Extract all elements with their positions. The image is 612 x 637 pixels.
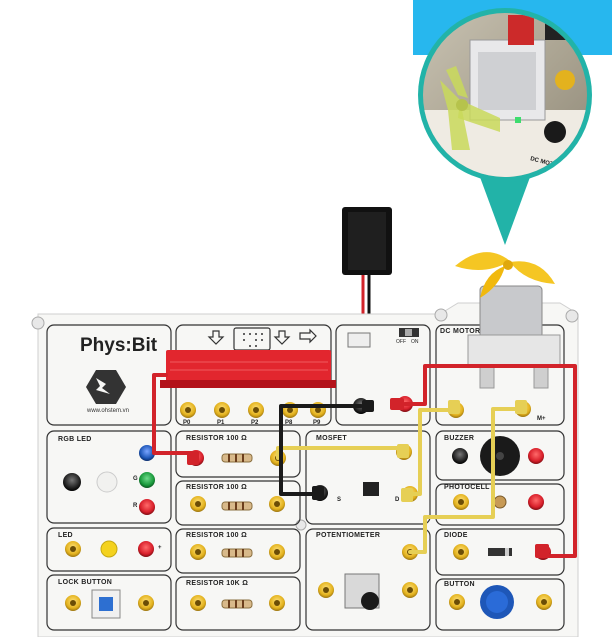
pin-label-p2: P2 [251,420,259,426]
label-mosfet: MOSFET [316,435,347,442]
mosfet-pin-d: D [395,497,400,503]
rgb-pin-g: G [133,476,138,482]
label-resistor-4: RESISTOR 10K Ω [186,580,249,587]
wires [152,364,577,558]
diode [488,548,512,556]
label-lock-button: LOCK BUTTON [58,579,113,586]
pin-label-p1: P1 [217,420,225,426]
brand-name: Phys:Bit [80,335,158,356]
label-photocell: PHOTOCELL [444,484,490,491]
label-rgb-led: RGB LED [58,436,92,443]
label-potentiometer: POTENTIOMETER [316,532,381,539]
rgb-pin-r: R [133,503,138,509]
pin-label-p9: P9 [313,420,321,426]
label-resistor-1: RESISTOR 100 Ω [186,435,248,442]
dc-motor [455,252,561,389]
label-resistor-2: RESISTOR 100 Ω [186,484,248,491]
motor-polarity-label: M+ [537,416,546,422]
rgb-led-bulb [96,471,118,493]
label-diode: DIODE [444,532,468,539]
mosfet-chip [363,482,379,496]
photocell [493,495,507,509]
label-button: BUTTON [444,581,475,588]
brand-logo [86,370,126,404]
led-bulb [100,540,118,558]
label-led: LED [58,532,73,539]
mosfet-pin-s: S [337,497,342,503]
battery-connector [347,332,371,348]
microbit-connector [166,350,331,385]
switch-label-on: ON [411,339,419,345]
switch-label-off: OFF [396,339,406,345]
label-dc-motor: DC MOTOR [440,328,481,335]
led-plus-sign: + [158,545,162,551]
label-buzzer: BUZZER [444,435,475,442]
brand-website: www.ohstem.vn [87,408,130,414]
label-resistor-3: RESISTOR 100 Ω [186,532,248,539]
pin-label-p0: P0 [183,420,191,426]
pin-label-p8: P8 [285,420,293,426]
